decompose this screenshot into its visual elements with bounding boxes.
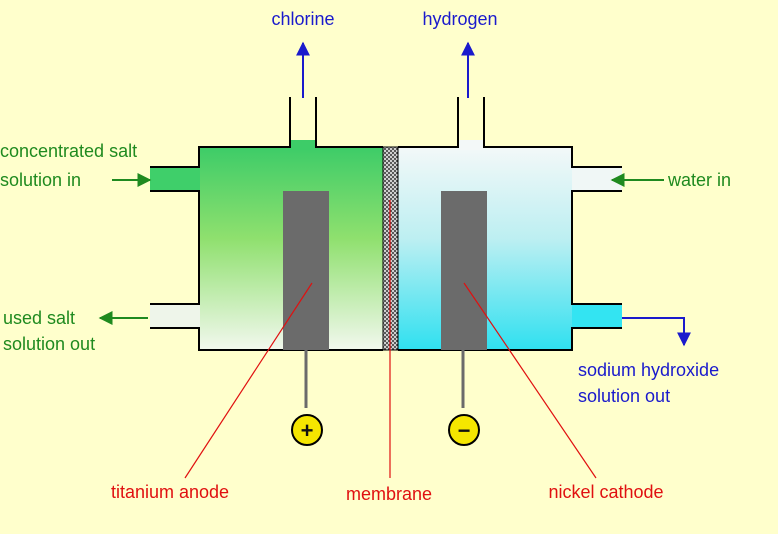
- salt-in-label-line2: solution in: [0, 170, 81, 190]
- plus-symbol: +: [301, 418, 314, 443]
- cathode-leader: [463, 282, 597, 479]
- chlorine-label: chlorine: [271, 9, 334, 29]
- anode-compartment: [150, 97, 383, 350]
- titanium-anode: [283, 191, 329, 350]
- naoh-label-line1: sodium hydroxide: [578, 360, 719, 380]
- cathode-terminal: −: [448, 414, 480, 446]
- cathode-compartment: [398, 97, 622, 350]
- water-in-label: water in: [667, 170, 731, 190]
- nickel-cathode-label: nickel cathode: [548, 482, 663, 502]
- nickel-cathode: [441, 191, 487, 350]
- used-salt-label-line1: used salt: [3, 308, 75, 328]
- naoh-out-arrow: [622, 317, 691, 347]
- used-salt-label-line2: solution out: [3, 334, 95, 354]
- membrane-label: membrane: [346, 484, 432, 504]
- hydrogen-label: hydrogen: [422, 9, 497, 29]
- minus-symbol: −: [458, 418, 471, 443]
- anode-leader: [184, 282, 313, 479]
- anode-terminal: +: [291, 414, 323, 446]
- titanium-anode-label: titanium anode: [111, 482, 229, 502]
- naoh-label-line2: solution out: [578, 386, 670, 406]
- salt-in-label-line1: concentrated salt: [0, 141, 137, 161]
